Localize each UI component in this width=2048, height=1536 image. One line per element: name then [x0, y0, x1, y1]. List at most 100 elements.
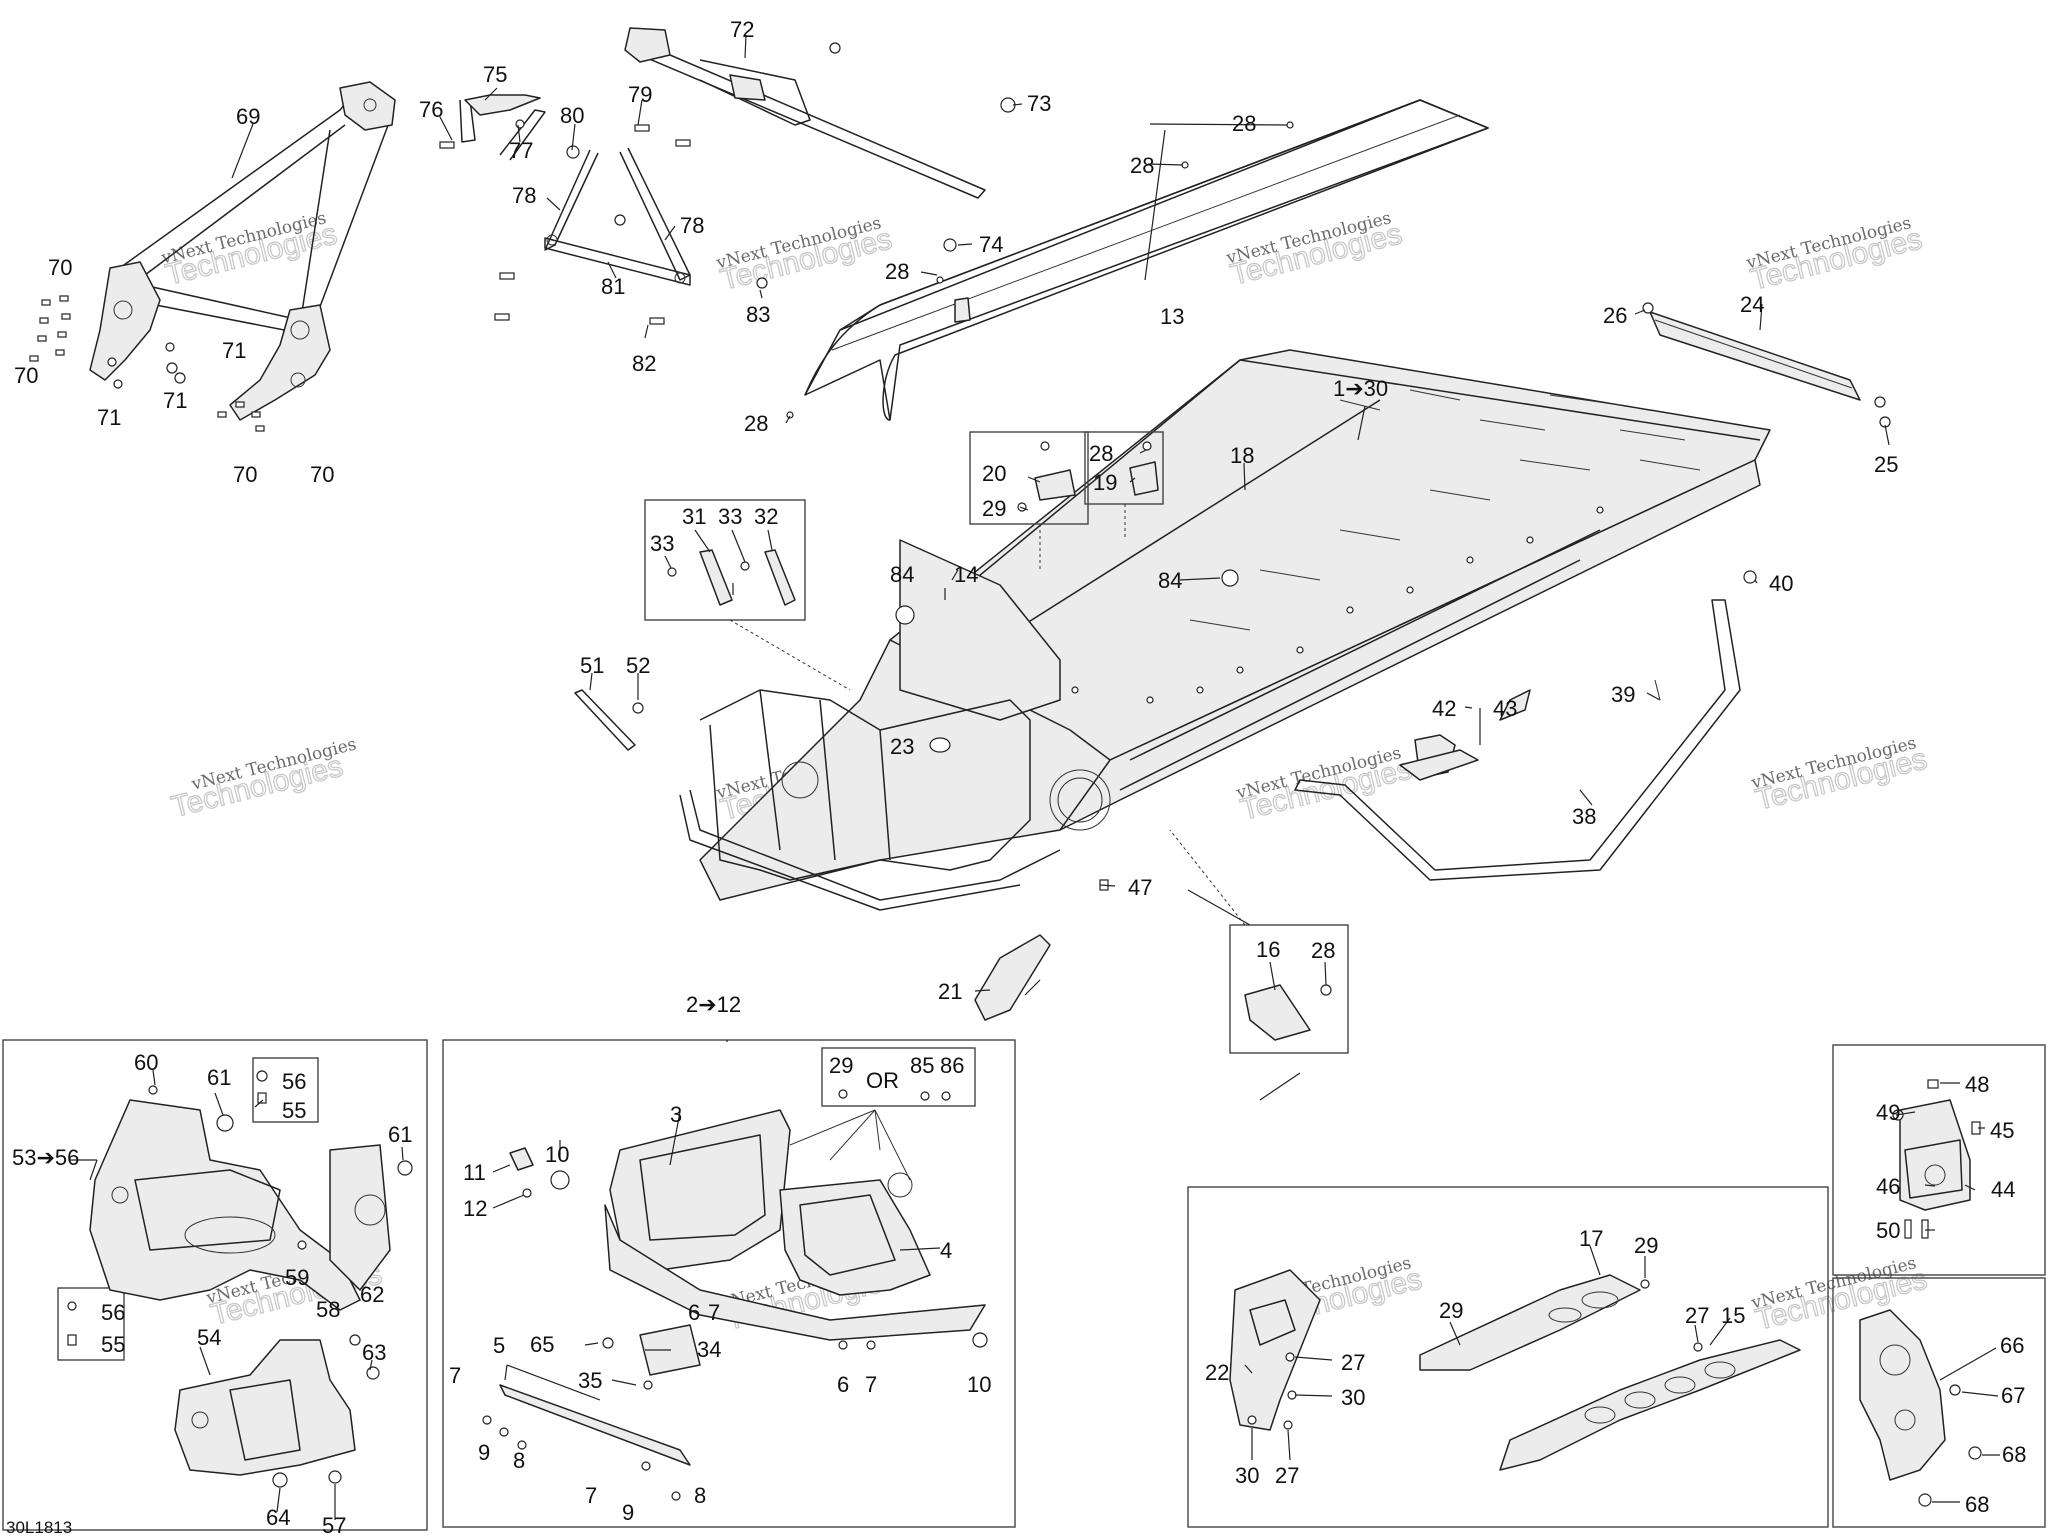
callout-38: 38: [1572, 804, 1596, 829]
callout-78: 78: [512, 183, 536, 208]
callout-55: 55: [101, 1332, 125, 1357]
a-frame-assembly: [29, 81, 396, 432]
callout-77: 77: [509, 138, 533, 163]
callout-72: 72: [730, 17, 754, 42]
bracket-20-box: [969, 431, 1089, 525]
callout-66: 66: [2000, 1333, 2024, 1358]
callout-29: 29: [982, 496, 1006, 521]
callout-61: 61: [388, 1122, 412, 1147]
callout-55: 55: [282, 1098, 306, 1123]
callout-69: 69: [236, 104, 260, 129]
bracket-19-box: [1084, 431, 1164, 505]
callout-28: 28: [744, 411, 768, 436]
callout-6: 6: [837, 1372, 849, 1397]
callout-86: 86: [940, 1053, 964, 1078]
callout-9: 9: [622, 1500, 634, 1525]
footrest-bracket-box: [2, 1039, 428, 1531]
bracket-66-box: [1832, 1277, 2046, 1528]
callout-74: 74: [979, 232, 1003, 257]
callout-61: 61: [207, 1065, 231, 1090]
bracket-54: [174, 1339, 380, 1488]
callout-32: 32: [754, 504, 778, 529]
callout-22: 22: [1205, 1360, 1229, 1385]
leader-lines: [70, 34, 2000, 1520]
callout-7: 7: [708, 1300, 720, 1325]
callout-56: 56: [101, 1300, 125, 1325]
callout-76: 76: [419, 97, 443, 122]
callout-28: 28: [1130, 153, 1154, 178]
callout-70: 70: [14, 363, 38, 388]
callout-40: 40: [1769, 571, 1793, 596]
fastener-55-56-box-bottom: [57, 1287, 125, 1361]
callout-21: 21: [938, 979, 962, 1004]
bracket-44-box: [1832, 1044, 2046, 1276]
callout-43: 43: [1493, 696, 1517, 721]
callout-79: 79: [628, 82, 652, 107]
callout-59: 59: [285, 1265, 309, 1290]
callout-25: 25: [1874, 452, 1898, 477]
callout-5: 5: [493, 1333, 505, 1358]
callout-65: 65: [530, 1332, 554, 1357]
callout-75: 75: [483, 62, 507, 87]
callout-labels: 69 70 70 70 70 71 71 71 76 75 77 80 79 7…: [6, 17, 2026, 1536]
leader-lines-secondary: [664, 449, 1327, 991]
callout-6: 6: [688, 1300, 700, 1325]
callout-58: 58: [316, 1297, 340, 1322]
callout-7: 7: [449, 1363, 461, 1388]
callout-83: 83: [746, 302, 770, 327]
callout-81: 81: [601, 274, 625, 299]
callout-56: 56: [282, 1069, 306, 1094]
drawing-code: 30L1813: [6, 1518, 72, 1536]
plates-31-32: [667, 549, 796, 606]
main-chassis: [574, 302, 1891, 911]
callout-82: 82: [632, 351, 656, 376]
callout-27: 27: [1275, 1463, 1299, 1488]
callout-27: 27: [1341, 1350, 1365, 1375]
callout-29: 29: [829, 1053, 853, 1078]
callout-62: 62: [360, 1282, 384, 1307]
callout-47: 47: [1128, 875, 1152, 900]
callout-28: 28: [1311, 938, 1335, 963]
callout-33: 33: [718, 504, 742, 529]
callout-71: 71: [163, 388, 187, 413]
bracket-20: [1034, 469, 1076, 501]
bracket-53: [67, 1070, 413, 1346]
callout-10: 10: [545, 1142, 569, 1167]
bracket-66: [1859, 1309, 1982, 1507]
fastener-55-56-box-top: [252, 1057, 319, 1123]
callout-68: 68: [1965, 1492, 1989, 1517]
callout-range-53-56: 53➔56: [12, 1145, 79, 1170]
callout-26: 26: [1603, 303, 1627, 328]
steering-column: [624, 27, 1016, 252]
strut-assembly: [439, 94, 768, 325]
callout-11: 11: [463, 1160, 486, 1185]
callout-8: 8: [513, 1448, 525, 1473]
bracket-16-box: [1229, 924, 1349, 1054]
callout-30: 30: [1235, 1463, 1259, 1488]
callout-54: 54: [197, 1325, 221, 1350]
callout-78: 78: [680, 213, 704, 238]
callout-84: 84: [890, 562, 914, 587]
callout-10: 10: [967, 1372, 991, 1397]
callout-70: 70: [310, 462, 334, 487]
callout-71: 71: [97, 405, 121, 430]
callout-46: 46: [1876, 1174, 1900, 1199]
callout-range-2-12: 2➔12: [686, 992, 741, 1017]
callout-range-1-30: 1➔30: [1333, 376, 1388, 401]
callout-67: 67: [2001, 1383, 2025, 1408]
bracket-16: [1244, 984, 1311, 1041]
callout-85: 85: [910, 1053, 934, 1078]
callout-73: 73: [1027, 91, 1051, 116]
bracket-44: [1892, 1079, 1981, 1239]
callout-29: 29: [1634, 1233, 1658, 1258]
callout-70: 70: [48, 255, 72, 280]
callout-49: 49: [1876, 1100, 1900, 1125]
callout-12: 12: [463, 1196, 487, 1221]
callout-15: 15: [1721, 1303, 1745, 1328]
callout-28: 28: [1232, 111, 1256, 136]
callout-35: 35: [578, 1368, 602, 1393]
footrest-panel-box: [1187, 1186, 1829, 1528]
callout-70: 70: [233, 462, 257, 487]
callout-63: 63: [362, 1340, 386, 1365]
callout-39: 39: [1611, 682, 1635, 707]
